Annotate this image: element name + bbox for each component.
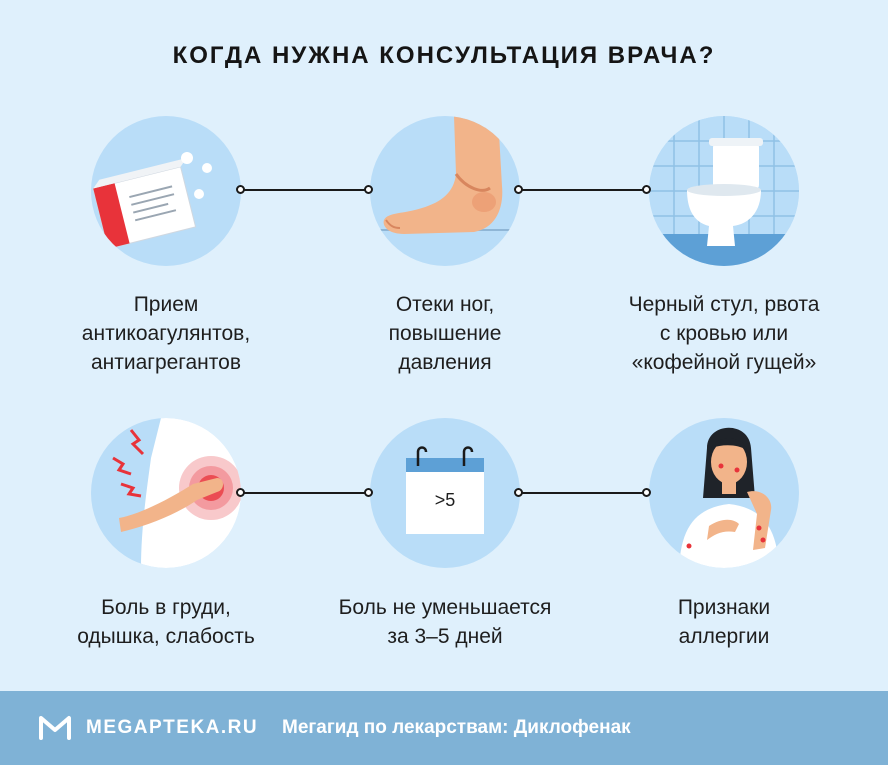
connector-dot [642, 488, 651, 497]
pill-box-icon [92, 152, 212, 250]
allergy-woman-icon [679, 427, 779, 568]
item-1-caption: Прием антикоагулянтов, антиагрегантов [81, 293, 251, 374]
item-6-caption: Признаки аллергии [677, 596, 771, 648]
connector-dot [236, 185, 245, 194]
chest-pain-icon [112, 418, 241, 568]
item-4-circle [91, 418, 241, 568]
toilet-icon [649, 116, 799, 266]
connector-dot [236, 488, 245, 497]
item-5-caption: Боль не уменьшается за 3–5 дней [338, 596, 552, 648]
megapteka-logo-icon [39, 716, 71, 740]
footer-brand[interactable]: MEGAPTEKA.RU [86, 717, 259, 738]
item-4-caption: Боль в груди, одышка, слабость [77, 596, 255, 648]
connector-row-1-b [521, 189, 646, 191]
connector-dot [514, 488, 523, 497]
connector-row-2-b [521, 492, 646, 494]
connector-dot [642, 185, 651, 194]
item-5-circle: >5 [370, 418, 520, 568]
swollen-foot-icon [370, 116, 520, 234]
footer: MEGAPTEKA.RU Мегагид по лекарствам: Дикл… [0, 691, 888, 765]
page-title: КОГДА НУЖНА КОНСУЛЬТАЦИЯ ВРАЧА? [172, 42, 716, 69]
footer-tagline: Мегагид по лекарствам: Диклофенак [282, 717, 631, 738]
connector-row-2-a [243, 492, 368, 494]
calendar-icon [406, 446, 484, 534]
item-3-circle [649, 116, 799, 266]
item-2-circle [370, 116, 520, 266]
connector-dot [364, 488, 373, 497]
item-6-circle [649, 418, 799, 568]
item-1-circle [91, 116, 241, 266]
item-3-caption: Черный стул, рвота с кровью или «кофейно… [628, 293, 820, 374]
connector-dot [514, 185, 523, 194]
connector-row-1-a [243, 189, 368, 191]
item-2-caption: Отеки ног, повышение давления [388, 293, 502, 374]
calendar-text: >5 [434, 490, 456, 510]
connector-dot [364, 185, 373, 194]
